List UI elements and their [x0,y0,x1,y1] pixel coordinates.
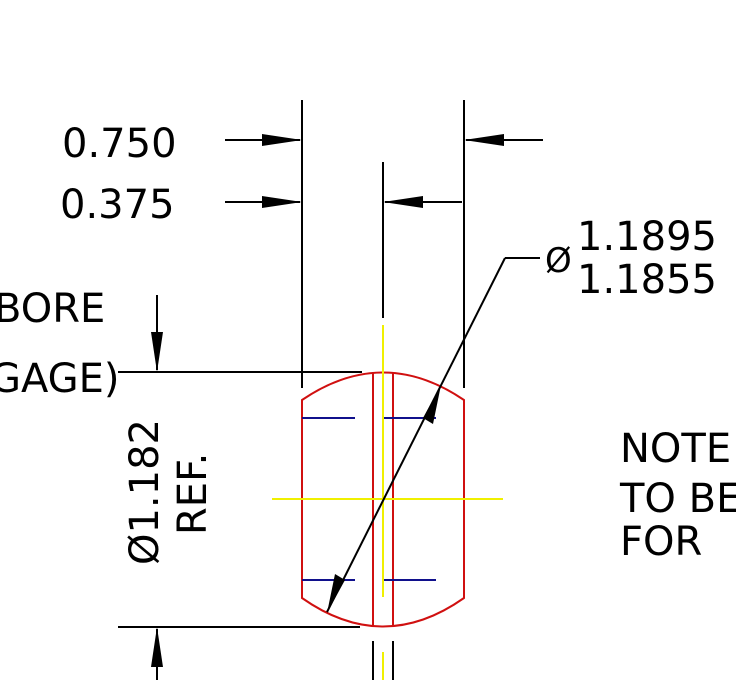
arrow-up-icon [151,627,163,667]
dimension-0750-text: 0.750 [62,121,177,167]
arrow-down-left-icon [327,574,345,613]
note-line-2: TO BE [619,476,736,522]
note-line-3: FOR [620,519,702,565]
diameter-symbol: Ø [545,241,572,281]
height-dimension [151,295,163,680]
note-line-1: NOTE [620,426,731,472]
arrow-down-icon [151,332,163,372]
diameter-leader: Ø 1.1895 1.1855 [326,214,717,613]
ref-diameter-text: Ø1.182 [122,419,168,565]
diameter-upper-text: 1.1895 [577,214,717,260]
arrow-left-icon [464,134,504,146]
arrow-right-icon [262,196,302,208]
dimension-0375: 0.375 [60,182,462,228]
dimension-0375-text: 0.375 [60,182,175,228]
center-lines [272,325,503,680]
gage-label: GAGE) [0,356,120,402]
ref-diameter-text-group: Ø1.182 REF. [122,419,216,565]
arrow-left-icon [383,196,423,208]
arrow-right-icon [262,134,302,146]
note: NOTE TO BE FOR [619,426,736,565]
dimension-0750: 0.750 [62,121,543,167]
bore-label: BORE [0,286,105,332]
arrow-up-right-icon [423,385,441,424]
ref-label-text: REF. [170,453,216,535]
diameter-lower-text: 1.1855 [577,257,717,303]
